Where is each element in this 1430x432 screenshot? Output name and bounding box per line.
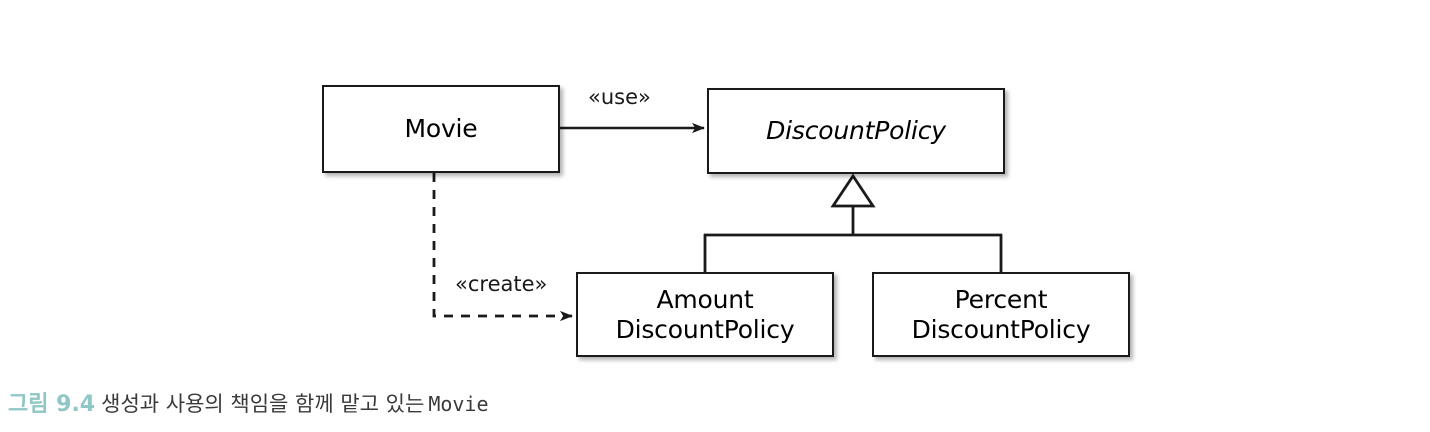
relation-label-create: «create» <box>455 272 548 296</box>
class-box-percent-discount-policy[interactable]: Percent DiscountPolicy <box>872 272 1130 357</box>
diagram-connectors-layer <box>432 122 1003 322</box>
figure-number: 그림 9.4 <box>8 392 96 417</box>
class-name-amount-discount-policy: Amount DiscountPolicy <box>615 285 795 344</box>
relation-create-line <box>432 173 573 322</box>
class-name-discount-policy: DiscountPolicy <box>766 116 946 146</box>
generalization-triangle-icon <box>830 173 876 208</box>
uml-class-diagram: Movie DiscountPolicy Amount DiscountPoli… <box>322 85 1130 357</box>
class-box-amount-discount-policy[interactable]: Amount DiscountPolicy <box>576 272 834 357</box>
class-box-movie[interactable]: Movie <box>322 85 560 173</box>
class-box-discount-policy[interactable]: DiscountPolicy <box>707 88 1005 174</box>
class-name-movie: Movie <box>404 114 478 144</box>
figure-caption-code-term: Movie <box>428 392 489 416</box>
relation-label-use: «use» <box>588 85 651 109</box>
class-name-percent-discount-policy: Percent DiscountPolicy <box>911 285 1091 344</box>
figure-caption-text: 생성과 사용의 책임을 함께 맡고 있는 <box>101 392 425 416</box>
